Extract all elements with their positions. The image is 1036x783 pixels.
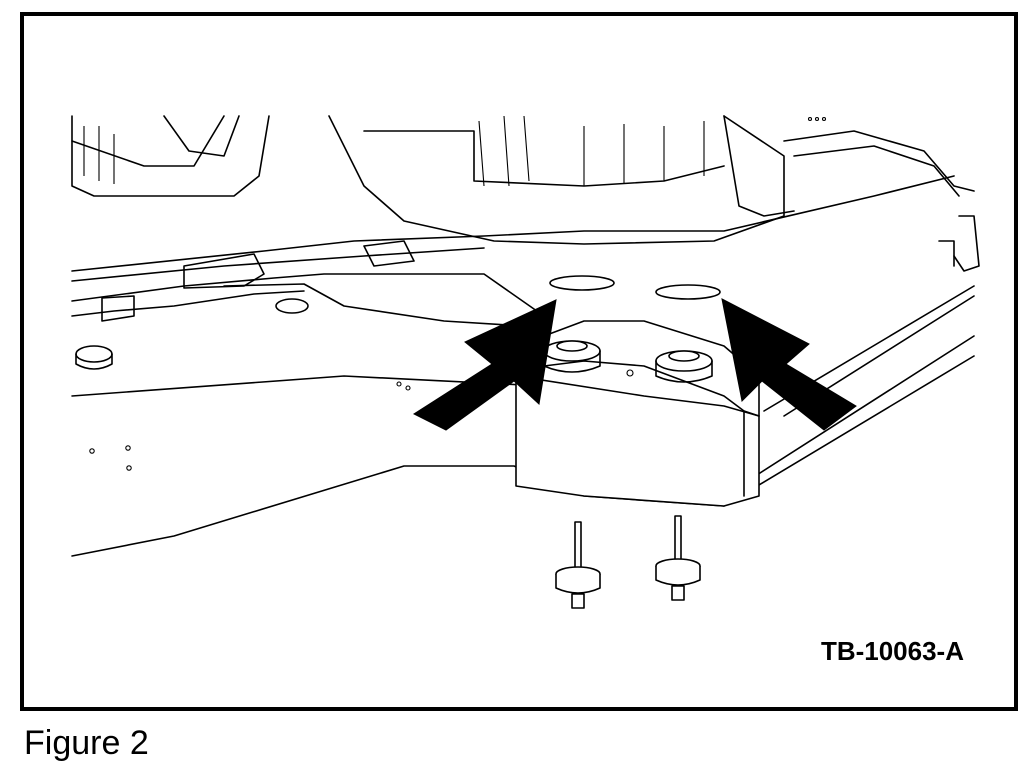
figure-frame: TB-10063-A (20, 12, 1018, 711)
right-mount-isolator (655, 515, 701, 601)
figure-caption: Figure 2 (24, 724, 149, 762)
left-mount-isolator (555, 521, 601, 609)
center-mount-bracket (515, 320, 760, 507)
left-arrow (412, 299, 557, 431)
frame-rail-left (71, 240, 545, 391)
right-arrow (721, 298, 857, 431)
figure-reference-id: TB-10063-A (820, 636, 964, 666)
upper-body-structure (71, 115, 980, 282)
right-mount-hole (655, 284, 721, 300)
left-mount-hole (549, 275, 615, 291)
technical-illustration (71, 115, 980, 609)
